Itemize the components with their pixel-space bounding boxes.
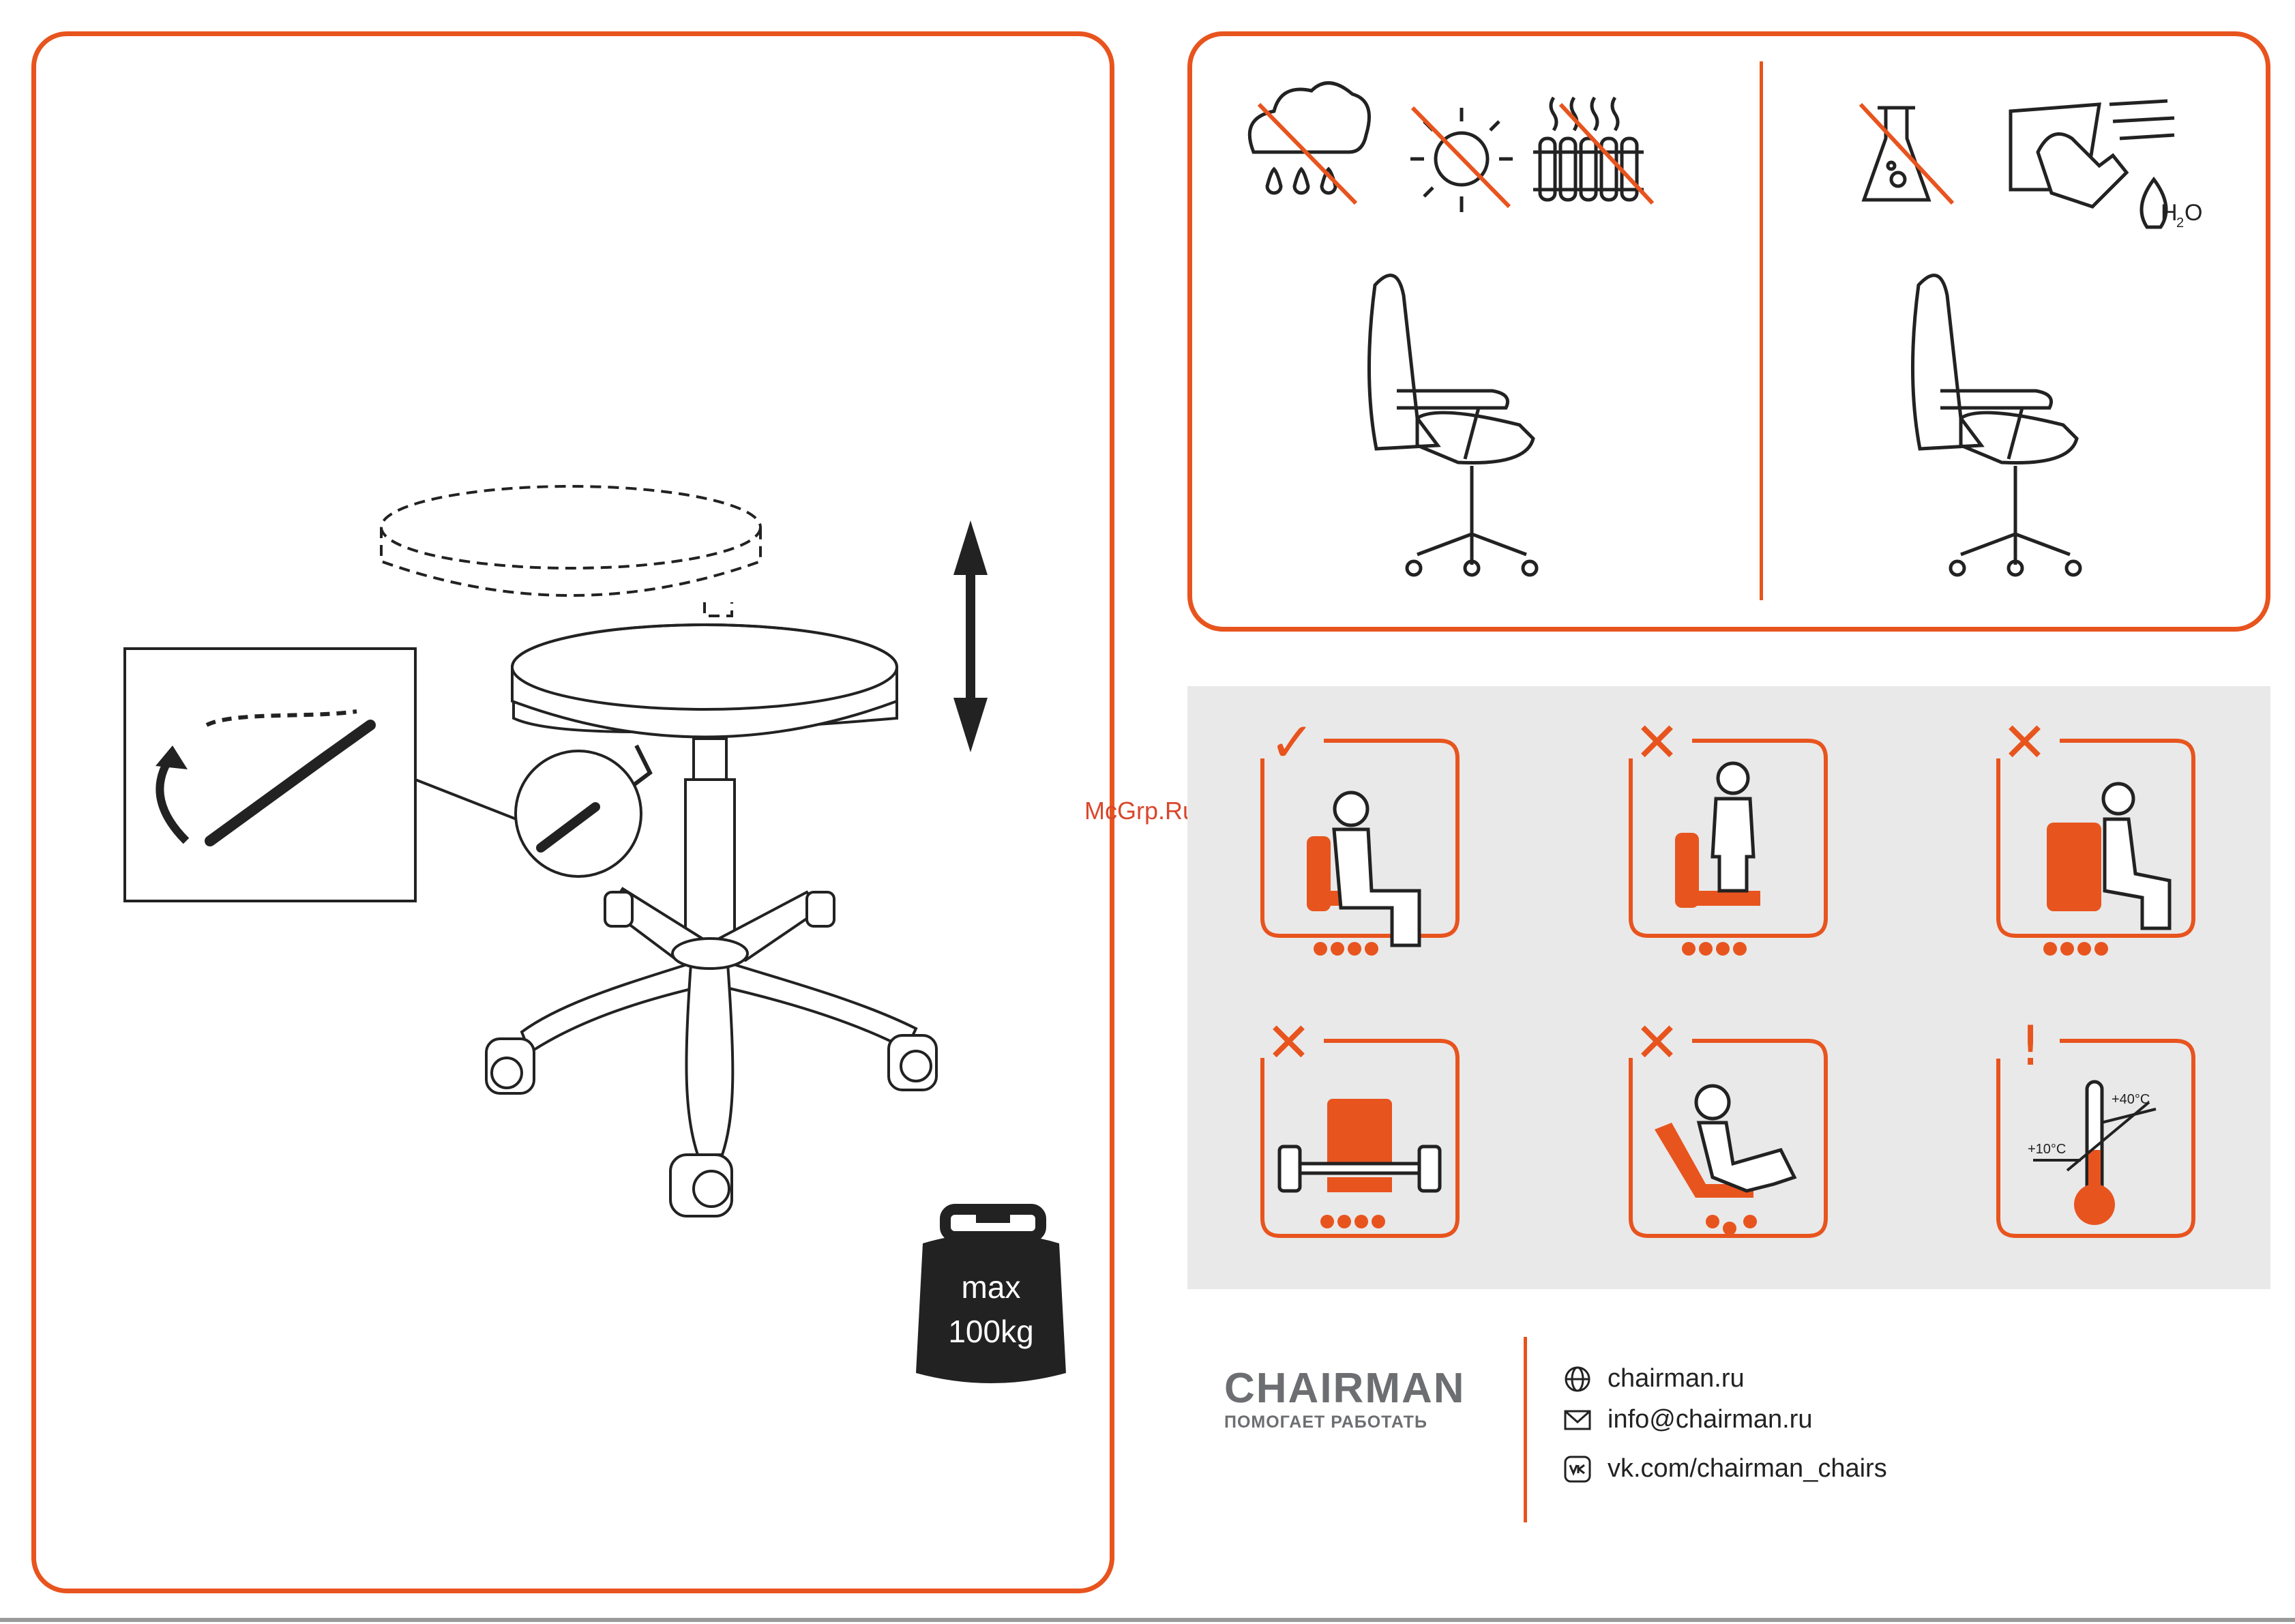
dry-cloth-icon xyxy=(2011,101,2174,207)
card-no-leaning: ✕ xyxy=(1631,1011,1826,1236)
care-panel: H 2 O xyxy=(1187,31,2270,632)
contact-website[interactable]: chairman.ru xyxy=(1564,1364,1745,1393)
weight-line-2: 100kg xyxy=(948,1314,1033,1349)
mail-icon xyxy=(1564,1410,1591,1430)
ok-mark: ✓ xyxy=(1269,711,1315,774)
svg-text:O: O xyxy=(2185,200,2202,226)
height-adjust-arrow xyxy=(953,520,988,752)
no-mark-4: ✕ xyxy=(1266,1011,1312,1074)
contact-email[interactable]: info@chairman.ru xyxy=(1564,1405,1812,1434)
usage-panel: ✓ ✕ ✕ ✕ xyxy=(1187,686,2270,1289)
weight-line-1: max xyxy=(962,1269,1021,1305)
vk-icon xyxy=(1564,1456,1591,1483)
no-mark-3: ✕ xyxy=(2002,711,2047,774)
contact-vk[interactable]: vk.com/chairman_chairs xyxy=(1564,1454,1887,1483)
watermark: McGrp.Ru xyxy=(1084,797,1196,825)
raised-seat-outline xyxy=(381,486,760,616)
seat xyxy=(512,625,897,737)
no-mark-5: ✕ xyxy=(1634,1011,1680,1074)
contact-website-text[interactable]: chairman.ru xyxy=(1608,1364,1745,1393)
contact-divider xyxy=(1524,1337,1527,1522)
temp-min: +10°C xyxy=(2028,1142,2066,1157)
card-temperature: ! +10°C +40°C xyxy=(1998,1014,2193,1236)
card-correct-sitting: ✓ xyxy=(1262,711,1457,956)
contact-email-text[interactable]: info@chairman.ru xyxy=(1608,1405,1812,1434)
contact-vk-text[interactable]: vk.com/chairman_chairs xyxy=(1608,1454,1887,1483)
svg-text:2: 2 xyxy=(2176,216,2184,231)
attention-mark: ! xyxy=(2019,1014,2041,1078)
temp-max: +40°C xyxy=(2112,1092,2150,1107)
radiator-icon xyxy=(1533,98,1644,200)
office-chair-right xyxy=(1912,276,2080,575)
assembly-panel: max 100kg xyxy=(31,31,1114,1593)
gas-lift xyxy=(685,739,735,964)
brand-name: CHAIRMAN xyxy=(1224,1368,1466,1410)
brand-tagline: ПОМОГАЕТ РАБОТАТЬ xyxy=(1224,1413,1466,1432)
card-no-lifting: ✕ xyxy=(1262,1011,1457,1236)
usage-cards: ✓ ✕ ✕ ✕ xyxy=(1187,686,2270,1289)
svg-text:H: H xyxy=(2161,200,2178,226)
stool-diagram: max 100kg xyxy=(36,36,1110,1589)
globe-icon xyxy=(1564,1365,1591,1393)
lever-callout xyxy=(516,751,641,876)
rain-icon xyxy=(1249,83,1369,193)
care-divider xyxy=(1760,61,1763,600)
card-no-standing: ✕ xyxy=(1631,711,1826,956)
no-mark-2: ✕ xyxy=(1634,711,1680,774)
lever-detail-box xyxy=(125,649,415,901)
office-chair-left xyxy=(1369,276,1537,575)
card-no-kneeling: ✕ xyxy=(1998,711,2193,956)
care-icons: H 2 O xyxy=(1192,36,2266,627)
max-load-weight: max 100kg xyxy=(916,1209,1066,1383)
bottom-rule xyxy=(0,1618,2295,1622)
chemicals-icon xyxy=(1864,108,1929,200)
brand-logo: CHAIRMAN ПОМОГАЕТ РАБОТАТЬ xyxy=(1224,1368,1466,1432)
